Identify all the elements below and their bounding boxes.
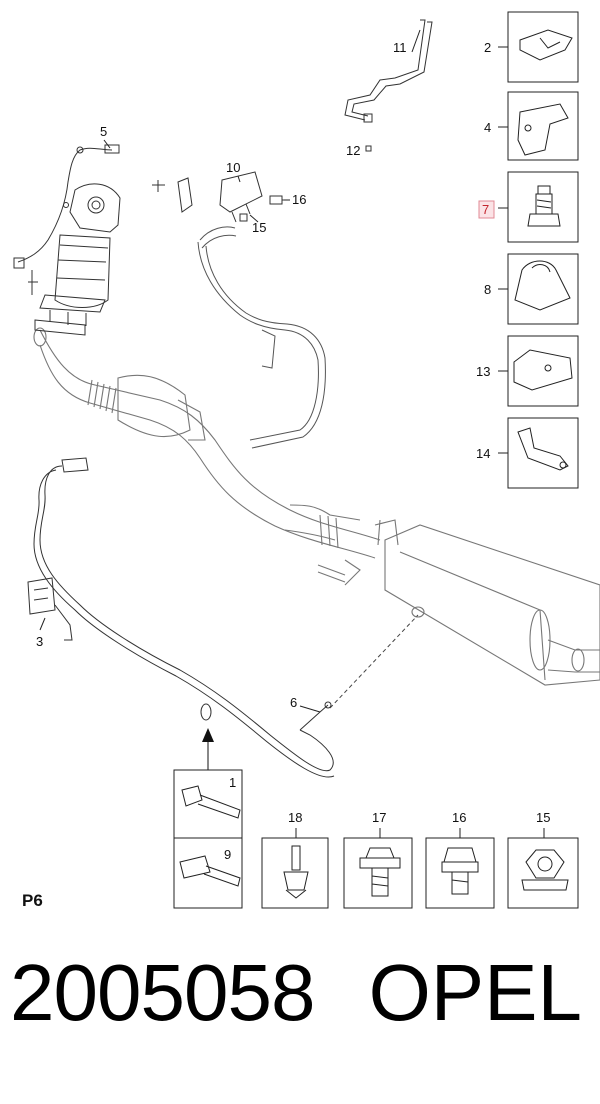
- stud-bolts: [152, 177, 193, 213]
- part-3-hanger: [27, 577, 73, 641]
- section-label: P6: [22, 891, 43, 910]
- exhaust-pipe: [33, 327, 600, 686]
- catalytic-converter: [34, 183, 121, 336]
- callout-15: 15: [252, 220, 266, 235]
- part-box-7: [507, 171, 579, 243]
- callout-9: 9: [224, 847, 231, 862]
- callout-11: 11: [393, 40, 407, 55]
- cable-clip: [200, 703, 212, 721]
- exhaust-system-diagram: 11 12 5 10 16 15 2 4 7 8 13 14 3 6 1 9 1…: [13, 11, 600, 910]
- part-box-13: [507, 335, 579, 407]
- leader-lines: [39, 29, 508, 713]
- part-11-tube: [344, 19, 433, 123]
- callout-3: 3: [36, 634, 43, 649]
- callout-5: 5: [100, 124, 107, 139]
- part-box-8: [507, 253, 579, 325]
- callout-15-bottom: 15: [536, 810, 550, 825]
- callout-14: 14: [476, 446, 490, 461]
- part-box-14: [507, 417, 579, 489]
- cable-tie-box: [173, 769, 243, 909]
- callout-2: 2: [484, 40, 491, 55]
- callout-7: 7: [482, 202, 489, 217]
- callout-16-bottom: 16: [452, 810, 466, 825]
- callout-8: 8: [484, 282, 491, 297]
- footer: 2005058 OPEL: [0, 948, 600, 1075]
- part-box-4: [507, 91, 579, 161]
- callout-16: 16: [292, 192, 306, 207]
- part-number: 2005058: [10, 948, 315, 1037]
- part-12-clip: [365, 145, 372, 152]
- callout-18: 18: [288, 810, 302, 825]
- fastener-box-17: [343, 828, 413, 909]
- callout-4: 4: [484, 120, 491, 135]
- callout-12: 12: [346, 143, 360, 158]
- callout-1: 1: [229, 775, 236, 790]
- drain-hose: [197, 226, 326, 449]
- oxygen-sensor-wire: [13, 144, 120, 295]
- callout-13: 13: [476, 364, 490, 379]
- part-box-2: [507, 11, 579, 83]
- callout-10: 10: [226, 160, 240, 175]
- fastener-box-15: [507, 828, 579, 909]
- fastener-box-16: [425, 828, 495, 909]
- up-arrow: [202, 728, 214, 770]
- part-10-bracket: [219, 171, 288, 223]
- callout-17: 17: [372, 810, 386, 825]
- fastener-box-18: [261, 828, 329, 909]
- leader-dashed: [329, 614, 419, 709]
- brand-name: OPEL: [368, 948, 582, 1037]
- temperature-sensor-cable: [33, 457, 335, 778]
- callout-7-highlight: [478, 200, 495, 219]
- callout-6: 6: [290, 695, 297, 710]
